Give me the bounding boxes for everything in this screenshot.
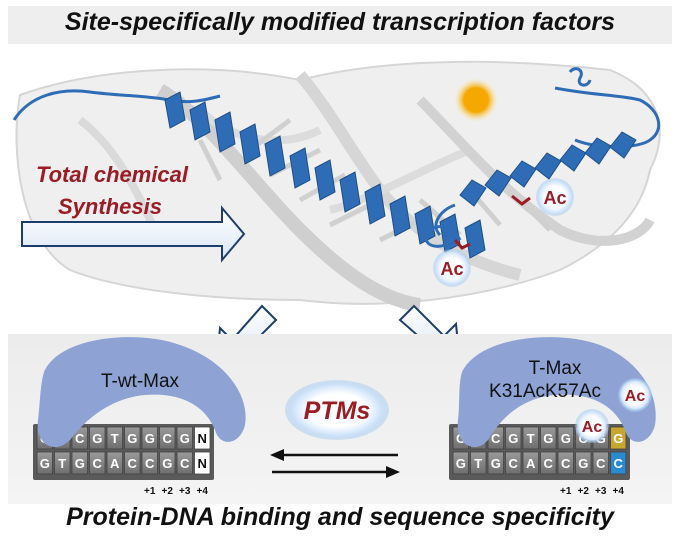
dna-base-letter: G (456, 456, 466, 471)
dna-base-cell (522, 451, 539, 475)
dna-base-cell (540, 451, 557, 475)
dna-base-cell (505, 426, 522, 450)
position-label: +3 (595, 486, 607, 497)
dna-base-cell (557, 426, 574, 450)
dna-base-cell (106, 451, 123, 475)
dna-base-cell (487, 451, 504, 475)
dna-left: CACGTGGCGNGTGCACCGCN+1+2+3+4 (33, 424, 214, 497)
dna-base-letter: C (544, 456, 554, 471)
dna-base-cell (71, 451, 88, 475)
ac-label: Ac (440, 259, 463, 279)
dna-base-letter: T (111, 431, 119, 446)
dna-base-letter: G (578, 456, 588, 471)
dna-base-cell (124, 451, 141, 475)
position-label: +1 (560, 486, 572, 497)
dna-base-letter: T (527, 431, 535, 446)
dna-base-letter: C (491, 431, 501, 446)
dna-base-cell (106, 426, 123, 450)
position-label: +2 (578, 486, 590, 497)
dna-base-cell (89, 451, 106, 475)
dna-base-letter: C (145, 456, 155, 471)
dna-base-cell (89, 426, 106, 450)
ac-badge-structure-1: Ac (536, 178, 574, 216)
dna-base-letter: C (128, 456, 138, 471)
dna-base-letter: G (180, 431, 190, 446)
dna-base-letter: C (93, 456, 103, 471)
dna-base-cell (592, 451, 609, 475)
dna-base-letter: A (110, 456, 120, 471)
dna-base-cell (557, 451, 574, 475)
dna-base-cell (452, 451, 469, 475)
dna-base-letter: G (75, 456, 85, 471)
dna-base-letter: T (58, 456, 66, 471)
dna-base-letter: G (613, 431, 623, 446)
dna-base-cell (124, 426, 141, 450)
dna-base-cell (522, 426, 539, 450)
ac-label: Ac (625, 388, 646, 405)
dna-base-letter: G (162, 456, 172, 471)
position-label: +3 (179, 486, 191, 497)
ac-badge-structure-2: Ac (433, 249, 471, 287)
dna-base-cell (194, 426, 211, 450)
dna-base-letter: G (491, 456, 501, 471)
dna-base-letter: N (198, 431, 207, 446)
dna-base-letter: G (40, 456, 50, 471)
dna-base-letter: G (127, 431, 137, 446)
dna-base-cell (141, 426, 158, 450)
dna-base-letter: G (561, 431, 571, 446)
synthesis-arrow (21, 205, 246, 263)
dna-base-cell (610, 451, 627, 475)
dna-base-letter: G (543, 431, 553, 446)
dna-base-cell (159, 426, 176, 450)
position-label: +4 (197, 486, 209, 497)
ptms-label: PTMs (304, 397, 371, 425)
protein-label-right-line2: K31AcK57Ac (489, 381, 601, 402)
dna-base-cell (54, 451, 71, 475)
dna-base-letter: C (614, 456, 624, 471)
dna-base-letter: G (92, 431, 102, 446)
ac-badge-right-2: Ac (575, 409, 609, 443)
ac-label: Ac (543, 188, 566, 208)
dna-base-cell (575, 451, 592, 475)
position-label: +4 (613, 486, 625, 497)
position-label: +2 (162, 486, 174, 497)
figure-title: Site-specifically modified transcription… (64, 8, 616, 36)
protein-label-left: T-wt-Max (101, 371, 180, 392)
dna-base-letter: C (75, 431, 85, 446)
dna-base-letter: G (145, 431, 155, 446)
protein-blob-right (457, 337, 656, 448)
dna-base-cell (540, 426, 557, 450)
dna-base-cell (194, 451, 211, 475)
dna-base-cell (36, 451, 53, 475)
dna-base-letter: N (198, 456, 207, 471)
synthesis-label-line2: Synthesis (58, 194, 162, 219)
dna-base-cell (176, 426, 193, 450)
protein-label-right-line1: T-Max (529, 358, 582, 379)
ac-label: Ac (582, 419, 603, 436)
dna-base-cell (610, 426, 627, 450)
dna-base-letter: A (526, 456, 536, 471)
dna-base-cell (470, 451, 487, 475)
dna-base-cell (176, 451, 193, 475)
dna-base-letter: G (508, 431, 518, 446)
dna-base-letter: C (561, 456, 571, 471)
dna-base-letter: C (163, 431, 173, 446)
footer-title: Protein-DNA binding and sequence specifi… (66, 503, 614, 531)
protein-blob-left (37, 337, 246, 448)
dna-base-cell (141, 451, 158, 475)
equilibrium-arrows (270, 449, 400, 478)
synthesis-label-line1: Total chemical (36, 162, 189, 187)
dna-base-letter: C (596, 456, 606, 471)
dna-base-letter: C (180, 456, 190, 471)
dna-base-cell (159, 451, 176, 475)
dna-base-letter: C (509, 456, 519, 471)
position-label: +1 (144, 486, 156, 497)
header-band (8, 6, 672, 44)
dna-base-letter: T (474, 456, 482, 471)
dna-base-cell (505, 451, 522, 475)
ac-badge-right-1: Ac (618, 378, 652, 412)
ptms-bubble: PTMs (285, 380, 389, 440)
